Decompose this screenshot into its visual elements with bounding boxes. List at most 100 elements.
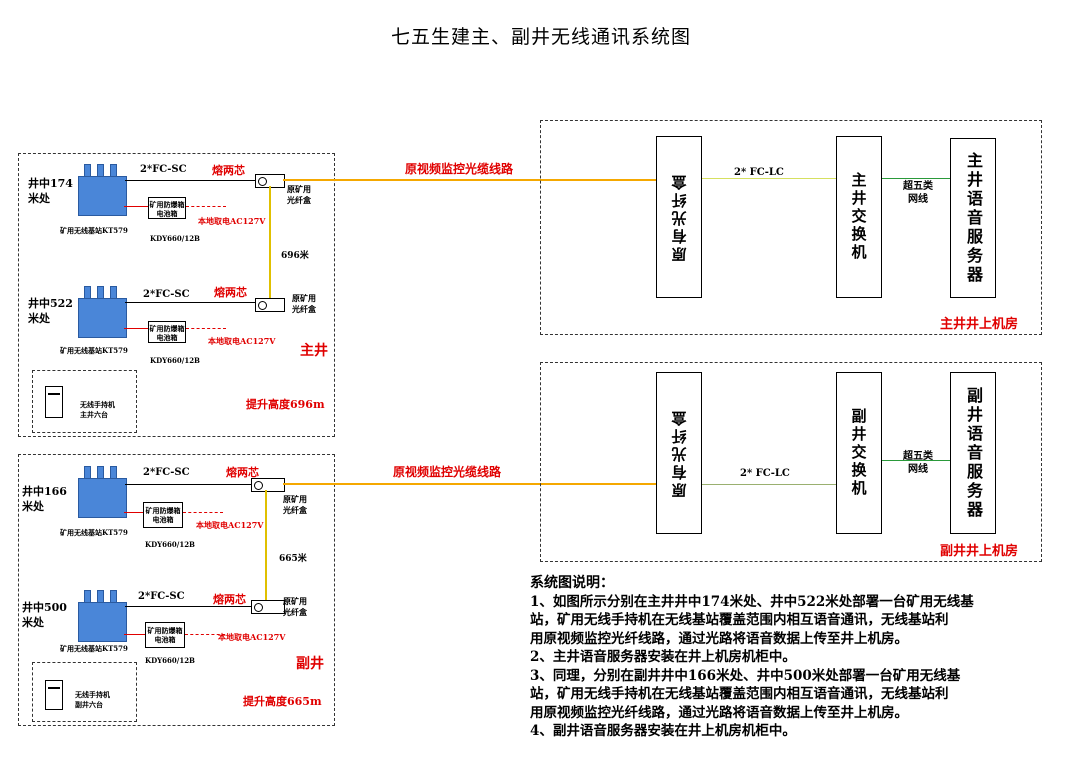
- power-line: [124, 206, 148, 207]
- aux-room-region: [540, 362, 1042, 562]
- link1-label: 2* FC-LC: [734, 167, 784, 178]
- fiber-type-label: 2*FC-SC: [143, 289, 190, 300]
- handset-label: 无线手持机副井六台: [75, 690, 110, 709]
- station-depth: 井中174米处: [28, 177, 73, 205]
- power-label: 本地取电AC127V: [208, 336, 276, 346]
- fiber-type-label: 2*FC-SC: [140, 164, 187, 175]
- notes-line: 3、同理，分别在副井井中166米处、井中500米处部署一台矿用无线基: [530, 667, 961, 684]
- power-line: [124, 328, 148, 329]
- battery-box: 矿用防爆箱电池箱: [143, 502, 183, 528]
- shaft-label: 主井: [300, 343, 328, 359]
- fiber-box-label: 原矿用光纤盒: [283, 596, 307, 617]
- base-station-icon: [78, 298, 127, 338]
- notes-heading: 系统图说明：: [530, 575, 614, 591]
- notes-line: 4、副井语音服务器安装在井上机房机柜中。: [530, 723, 796, 739]
- main-shaft-region: [18, 153, 335, 437]
- handset-icon: [45, 680, 63, 710]
- base-station-label: 矿用无线基站KT579: [60, 644, 128, 653]
- link-line: [125, 180, 255, 181]
- fiber-box-label: 原矿用光纤盒: [283, 494, 307, 515]
- fiber-type-label: 2*FC-SC: [138, 591, 185, 602]
- fiber-link-line: [702, 484, 836, 485]
- base-station-label: 矿用无线基站KT579: [60, 528, 128, 537]
- fiber-type-label: 2*FC-SC: [143, 467, 190, 478]
- span-label: 665米: [279, 554, 307, 564]
- main-room-region: [540, 120, 1042, 335]
- shaft-fiber-line: [269, 186, 271, 298]
- link1-label: 2* FC-LC: [740, 468, 790, 479]
- notes-line: 站，矿用无线手持机在无线基站覆盖范围内相互语音通讯，无线基站利: [530, 612, 949, 628]
- base-station-icon: [78, 478, 127, 518]
- diagram-title: 七五生建主、副井无线通讯系统图: [390, 26, 691, 48]
- notes-line: 1、如图所示分别在主井井中174米处、井中522米处部署一台矿用无线基: [530, 593, 974, 610]
- shaft-label: 副井: [296, 656, 324, 672]
- battery-model-label: KDY660/12B: [145, 540, 195, 549]
- battery-model-label: KDY660/12B: [150, 356, 200, 365]
- handset-region: [32, 662, 137, 722]
- battery-box: 矿用防爆箱电池箱: [145, 622, 185, 648]
- notes-line: 2、主井语音服务器安装在井上机房机柜中。: [530, 649, 796, 665]
- link2-label: 超五类网线: [903, 181, 933, 205]
- main-room-server: 主井语音服务器: [950, 138, 996, 298]
- fiber-box-icon: [255, 298, 285, 312]
- main-room-label: 主井井上机房: [940, 317, 1019, 332]
- base-station-label: 矿用无线基站KT579: [60, 346, 128, 355]
- link-line: [125, 606, 251, 607]
- fiber-route-label: 原视频监控光缆线路: [393, 465, 502, 479]
- shaft-fiber-line: [265, 490, 267, 600]
- base-station-icon: [78, 176, 127, 216]
- notes-line: 站，矿用无线手持机在无线基站覆盖范围内相互语音通讯，无线基站利: [530, 686, 949, 702]
- base-station-label: 矿用无线基站KT579: [60, 226, 128, 235]
- fusion-label: 熔两芯: [212, 164, 245, 177]
- battery-box: 矿用防爆箱电池箱: [148, 197, 186, 219]
- notes-line: 用原视频监控光纤线路，通过光路将语音数据上传至井上机房。: [530, 704, 908, 721]
- system-notes: 系统图说明： 1、如图所示分别在主井井中174米处、井中522米处部署一台矿用无…: [530, 574, 1060, 741]
- handset-region: [32, 370, 137, 433]
- station-depth: 井中522米处: [28, 297, 73, 325]
- fiber-route-line: [283, 179, 656, 181]
- link-line: [125, 302, 255, 303]
- fiber-box-label: 原矿用光纤盒: [292, 293, 316, 314]
- span-label: 696米: [281, 251, 309, 261]
- link-line: [125, 484, 251, 485]
- fiber-route-label: 原视频监控光缆线路: [405, 162, 514, 176]
- fiber-box-label: 原矿用光纤盒: [287, 184, 311, 205]
- power-line: [185, 634, 225, 636]
- handset-label: 无线手持机主井六台: [80, 400, 115, 419]
- fusion-label: 熔两芯: [214, 286, 247, 299]
- power-label: 本地取电AC127V: [198, 216, 266, 226]
- power-label: 本地取电AC127V: [218, 632, 286, 642]
- station-depth: 井中500米处: [22, 601, 67, 629]
- aux-room-server: 副井语音服务器: [950, 372, 996, 534]
- power-line: [186, 328, 226, 330]
- power-line: [124, 512, 143, 513]
- network-link-line: [882, 460, 950, 461]
- notes-line: 用原视频监控光纤线路，通过光路将语音数据上传至井上机房。: [530, 630, 908, 647]
- battery-model-label: KDY660/12B: [145, 656, 195, 665]
- fusion-label: 熔两芯: [213, 593, 246, 606]
- fiber-route-line: [283, 483, 656, 485]
- station-depth: 井中166米处: [22, 485, 67, 513]
- fiber-link-line: [702, 178, 836, 179]
- network-link-line: [882, 178, 950, 179]
- fiber-box-icon: [251, 600, 285, 614]
- power-line: [183, 512, 223, 514]
- link2-label: 超五类网线: [903, 451, 933, 475]
- aux-room-switch: 副井交换机: [836, 372, 882, 534]
- battery-model-label: KDY660/12B: [150, 234, 200, 243]
- power-line: [124, 634, 145, 635]
- power-label: 本地取电AC127V: [196, 520, 264, 530]
- handset-icon: [45, 386, 63, 418]
- fiber-box-icon: [251, 478, 285, 492]
- aux-room-fiber-box: 原有光纤盒: [656, 372, 702, 534]
- fusion-label: 熔两芯: [226, 466, 259, 479]
- base-station-icon: [78, 602, 127, 642]
- lift-height-label: 提升高度696m: [246, 398, 325, 411]
- power-line: [186, 206, 226, 208]
- main-room-switch: 主井交换机: [836, 136, 882, 298]
- battery-box: 矿用防爆箱电池箱: [148, 321, 186, 343]
- lift-height-label: 提升高度665m: [243, 695, 322, 708]
- aux-room-label: 副井井上机房: [940, 544, 1019, 559]
- aux-shaft-region: [18, 454, 335, 726]
- main-room-fiber-box: 原有光纤盒: [656, 136, 702, 298]
